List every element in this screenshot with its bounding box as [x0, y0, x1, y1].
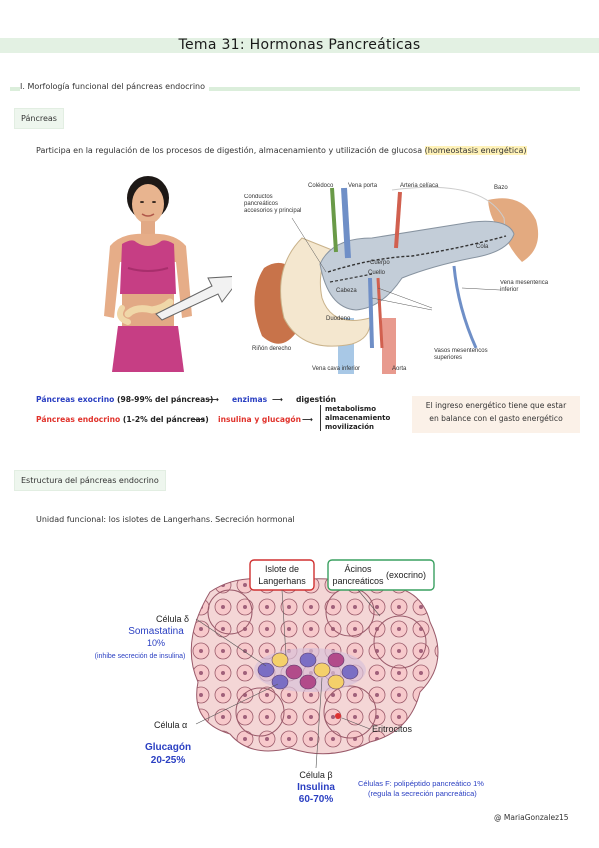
flow-endo-product: insulina y glucagón	[218, 415, 302, 424]
flow-exocrino: Páncreas exocrino (98-99% del páncreas)	[36, 395, 214, 404]
intro-text: Participa en la regulación de los proces…	[36, 146, 425, 155]
acinos-label-2: pancreáticos	[332, 576, 384, 586]
islote-label-2: Langerhans	[258, 576, 306, 586]
label-cabeza: Cabeza	[336, 288, 357, 294]
flow-arrow: ⟶	[272, 395, 283, 404]
pancreas-anatomy-diagram: Colédoco Vena porta Arteria celíaca Bazo…	[232, 178, 558, 374]
section-heading: I. Morfología funcional del páncreas end…	[20, 82, 210, 91]
acinos-label-1: Ácinos	[344, 564, 372, 574]
label-bazo: Bazo	[494, 185, 508, 191]
islote-label-1: Islote de	[265, 564, 299, 574]
endo-results: metabolismo almacenamiento movilización	[325, 405, 391, 431]
footer-signature: @ MariaGonzalez15	[494, 813, 569, 822]
label-rinon: Riñón derecho	[252, 346, 292, 352]
label-vasos-mesentericos: Vasos mesentéricos superiores	[434, 348, 488, 361]
flow-exo-result: digestión	[296, 395, 337, 404]
flow-endocrino: Páncreas endocrino (1-2% del páncreas)	[36, 415, 209, 424]
label-cuerpo: Cuerpo	[370, 260, 390, 266]
intro-highlight: (homeostasis energética)	[424, 146, 527, 155]
bracket	[320, 405, 323, 431]
eritro-label: Eritrocitos	[372, 724, 413, 734]
section-underline	[10, 87, 580, 91]
label-arteria-celiaca: Arteria celíaca	[400, 183, 439, 189]
cellf-label-2: (regula la secreción pancreática)	[368, 789, 477, 798]
label-vena-porta: Vena porta	[348, 183, 378, 189]
insulina-label: Insulina	[297, 782, 335, 793]
label-aorta: Aorta	[392, 366, 407, 372]
cellf-label-1: Células F: polipéptido pancreático 1%	[358, 779, 484, 788]
energy-note: El ingreso energético tiene que estar en…	[412, 396, 580, 433]
label-vena-mesenterica: Vena mesentérica inferior	[500, 280, 549, 293]
label-cuello: Cuello	[368, 270, 386, 276]
title-band	[0, 38, 599, 53]
page-title: Tema 31: Hormonas Pancreáticas	[178, 37, 421, 53]
tag-estructura: Estructura del páncreas endocrino	[14, 470, 166, 491]
label-duodeno: Duodeno	[326, 316, 351, 322]
unidad-text: Unidad funcional: los islotes de Langerh…	[36, 515, 295, 524]
somato-note: (inhibe secreción de insulina)	[95, 653, 186, 660]
flow-exo-product: enzimas	[232, 395, 268, 404]
label-cola: Cola	[476, 244, 489, 250]
flow-arrow: ⟶	[302, 415, 313, 424]
alpha-label: Célula α	[154, 720, 187, 730]
intro-paragraph: Participa en la regulación de los proces…	[36, 146, 527, 155]
somato-pct: 10%	[147, 638, 165, 648]
label-conductos: Conductos pancreáticos accesorios y prin…	[244, 194, 302, 214]
label-coledoco: Colédoco	[308, 183, 334, 189]
flow-arrow: ⟶	[208, 395, 219, 404]
person-illustration	[104, 176, 192, 372]
glucagon-pct: 20-25%	[151, 755, 186, 766]
acinos-exo: (exocrino)	[386, 570, 426, 580]
delta-label: Célula δ	[156, 614, 189, 624]
glucagon-label: Glucagón	[145, 742, 191, 753]
somato-label: Somastatina	[128, 626, 184, 637]
beta-label: Célula β	[299, 770, 332, 780]
insulina-pct: 60-70%	[299, 794, 334, 802]
flow-arrow: ⟶	[194, 415, 205, 424]
label-vena-cava: Vena cava inferior	[312, 366, 360, 372]
islet-diagram: Islote de Langerhans Ácinos pancreáticos…	[95, 559, 484, 802]
tag-pancreas: Páncreas	[14, 108, 64, 129]
